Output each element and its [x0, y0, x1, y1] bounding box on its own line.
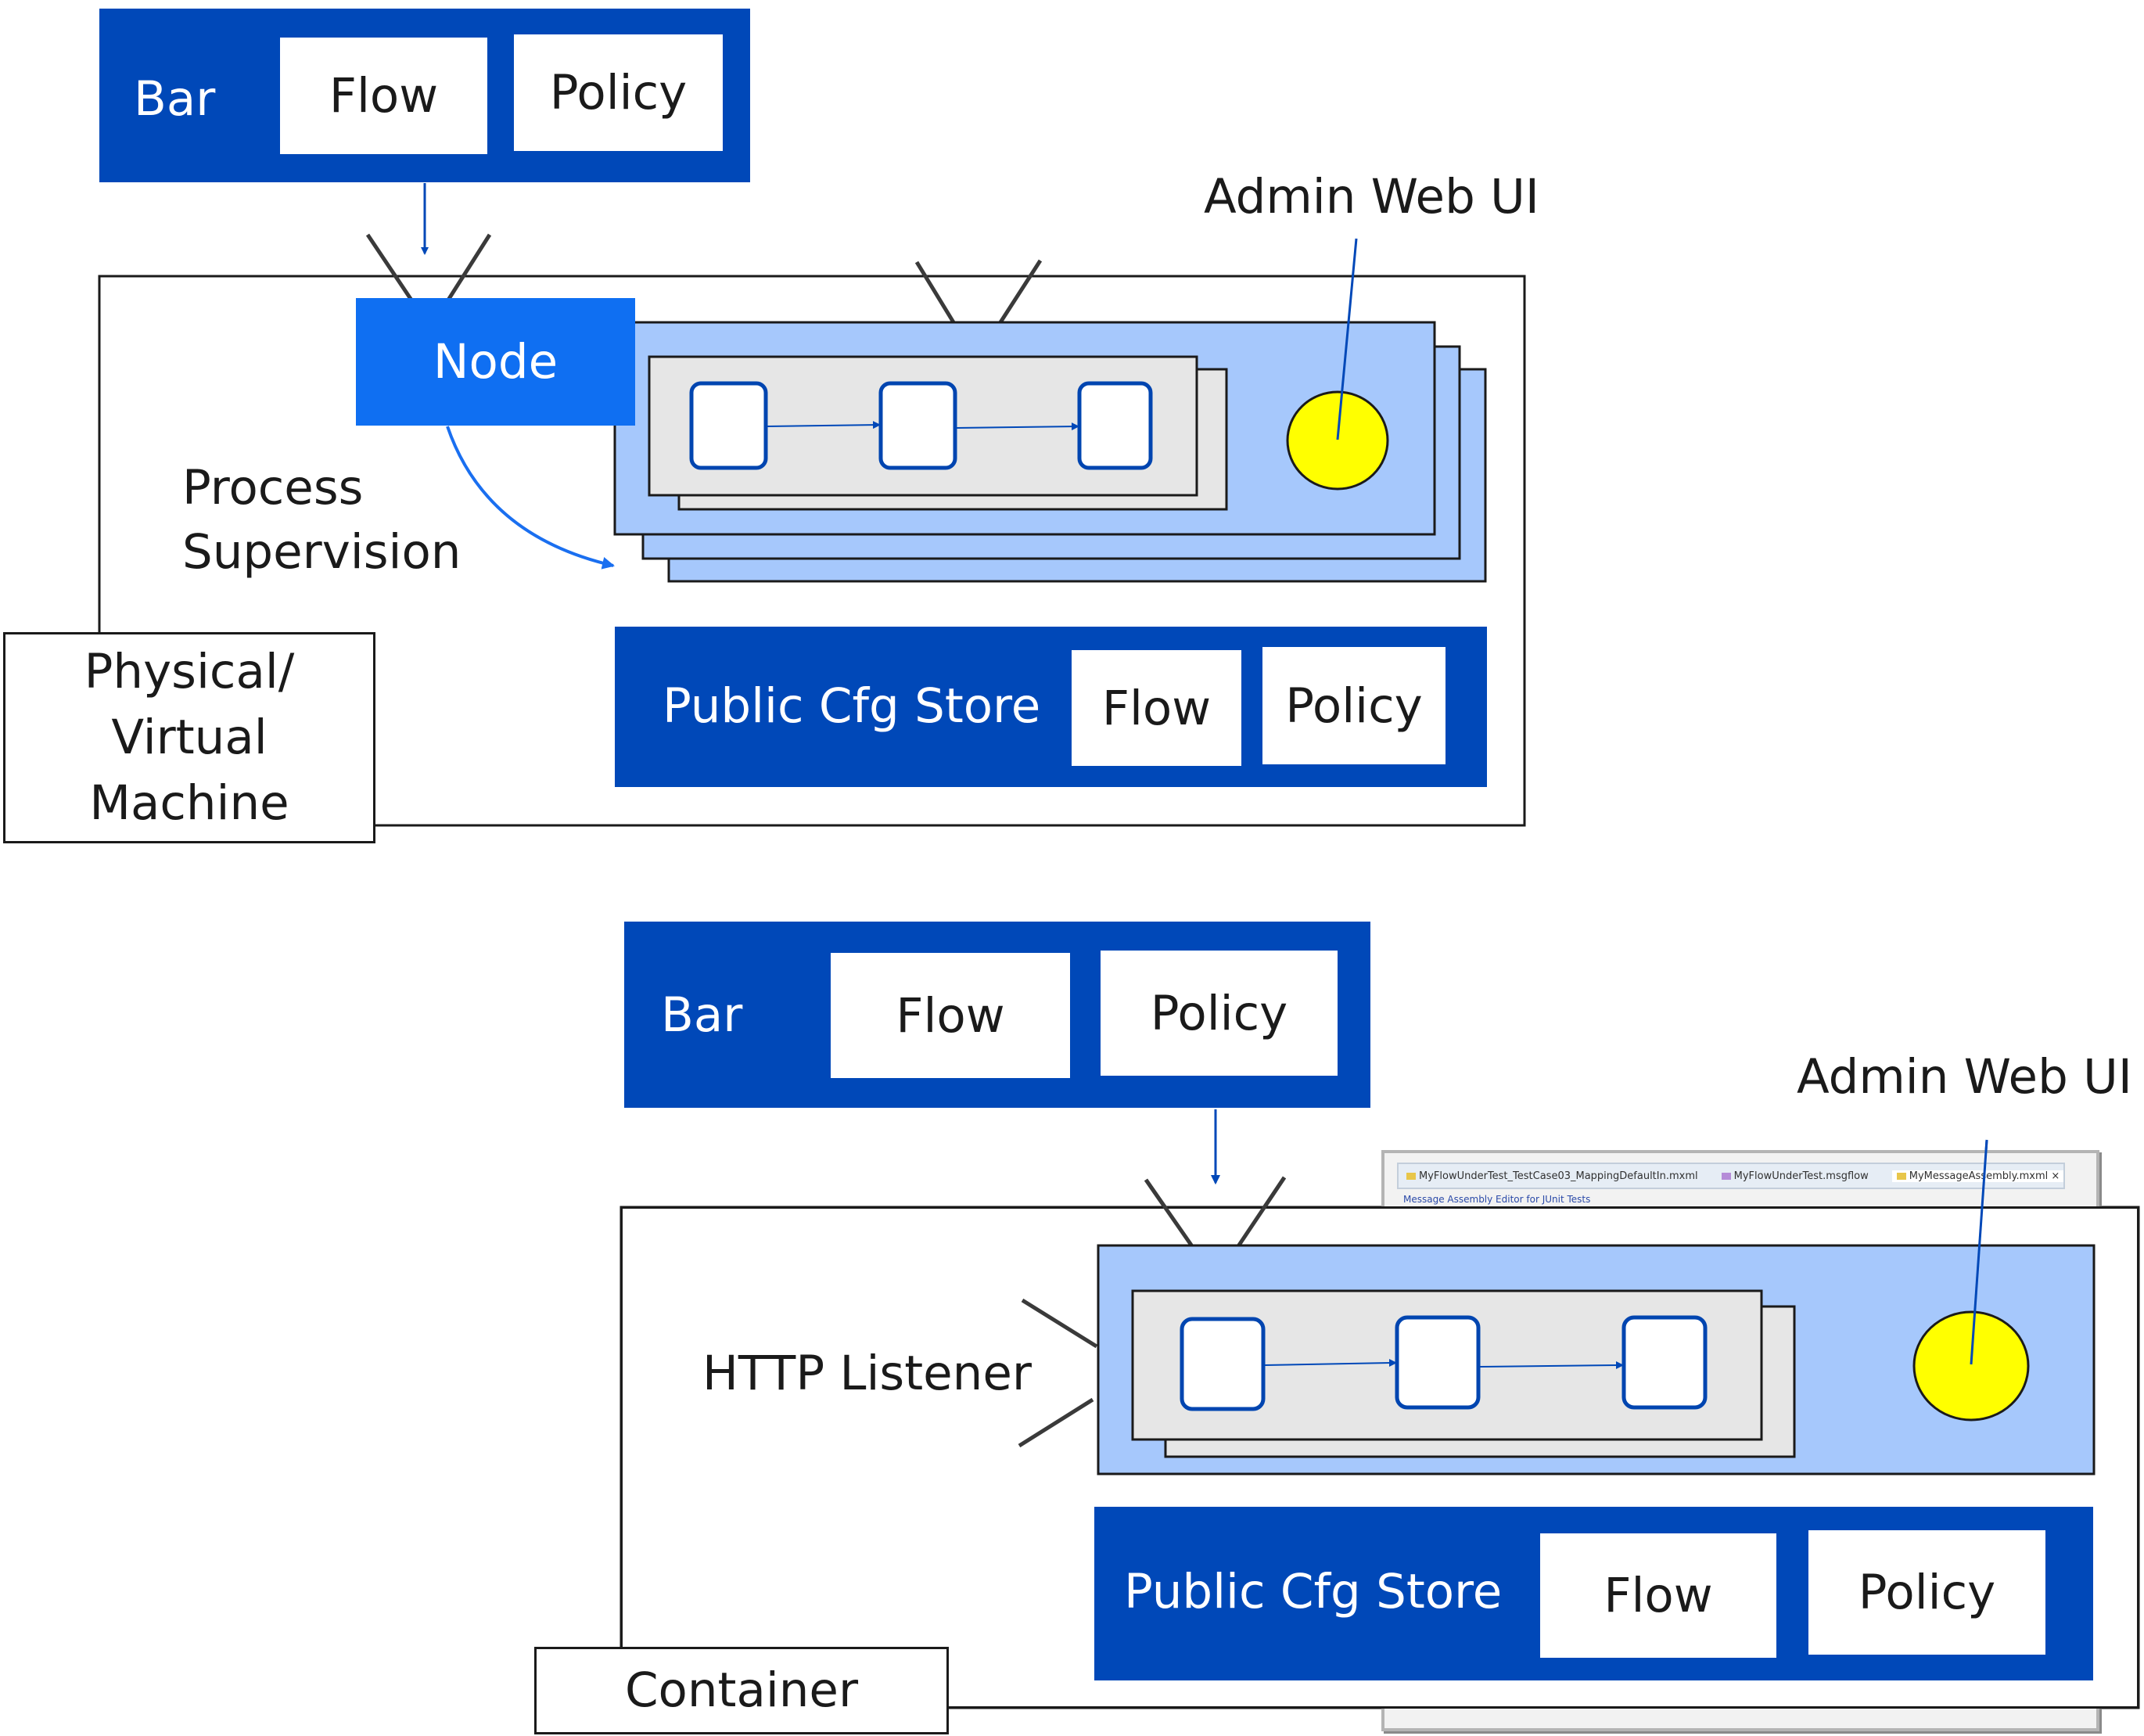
admin-web-ui-label-bottom: Admin Web UI [1797, 1049, 2132, 1105]
bar-artifact-bottom: Bar Flow Policy [624, 922, 1370, 1108]
process-supervision-label: Process Supervision [182, 456, 461, 585]
admin-web-ui-label-top: Admin Web UI [1204, 169, 1539, 225]
bar-label: Bar [134, 71, 216, 127]
mxml-file-icon [1406, 1172, 1416, 1180]
editor-tab-3-label: MyMessageAssembly.mxml [1909, 1170, 2049, 1182]
node-antenna [365, 233, 492, 303]
editor-tab-3[interactable]: MyMessageAssembly.mxml × [1891, 1170, 2063, 1182]
http-listener-label: HTTP Listener [702, 1346, 1032, 1401]
machine-label-line-3: Machine [89, 775, 289, 832]
editor-tab-2-label: MyFlowUnderTest.msgflow [1733, 1170, 1869, 1182]
public-cfg-store-label: Public Cfg Store [663, 678, 1041, 734]
process-supervision-arrow [446, 426, 615, 570]
container-frame-overlay [620, 1206, 2139, 1709]
message-flow-top [648, 355, 1228, 511]
server-antenna [914, 259, 1043, 324]
bar-flow-box: Flow [280, 38, 487, 154]
bar-policy-box: Policy [1101, 951, 1338, 1076]
store-policy-box: Policy [1262, 647, 1445, 764]
public-cfg-store-top: Public Cfg Store Flow Policy [615, 627, 1487, 787]
admin-web-ui-circle-top [1286, 390, 1389, 491]
flow-node-3 [1077, 381, 1153, 470]
process-supervision-line-2: Supervision [182, 524, 461, 580]
physical-virtual-machine-label: Physical/ Virtual Machine [3, 632, 375, 843]
editor-tab-1-label: MyFlowUnderTest_TestCase03_MappingDefaul… [1419, 1170, 1698, 1182]
node-box: Node [356, 298, 635, 426]
mxml-file-icon [1896, 1172, 1906, 1180]
editor-tab-2[interactable]: MyFlowUnderTest.msgflow [1721, 1170, 1869, 1182]
machine-label-line-2: Virtual [111, 709, 268, 765]
store-flow-box: Flow [1540, 1533, 1776, 1658]
store-policy-box: Policy [1808, 1530, 2045, 1655]
admin-web-ui-pointer-top [1336, 238, 1358, 440]
bar-artifact-top: Bar Flow Policy [99, 9, 750, 182]
bar-policy-box: Policy [514, 34, 723, 151]
process-supervision-line-1: Process [182, 460, 364, 516]
editor-tab-1[interactable]: MyFlowUnderTest_TestCase03_MappingDefaul… [1406, 1170, 1698, 1182]
bar-label: Bar [661, 987, 743, 1043]
flow-node-2 [878, 381, 957, 470]
machine-label-line-1: Physical/ [84, 643, 295, 699]
container-label: Container [534, 1647, 949, 1734]
editor-tabs: MyFlowUnderTest_TestCase03_MappingDefaul… [1397, 1163, 2065, 1189]
msgflow-file-icon [1721, 1172, 1731, 1180]
public-cfg-store-label: Public Cfg Store [1124, 1564, 1503, 1619]
public-cfg-store-bottom: Public Cfg Store Flow Policy [1094, 1507, 2093, 1680]
editor-subtitle: Message Assembly Editor for JUnit Tests [1403, 1194, 1591, 1205]
close-icon[interactable]: × [2051, 1170, 2060, 1182]
store-flow-box: Flow [1072, 650, 1241, 766]
bar-flow-box: Flow [831, 953, 1070, 1078]
flow-node-1 [689, 381, 768, 470]
